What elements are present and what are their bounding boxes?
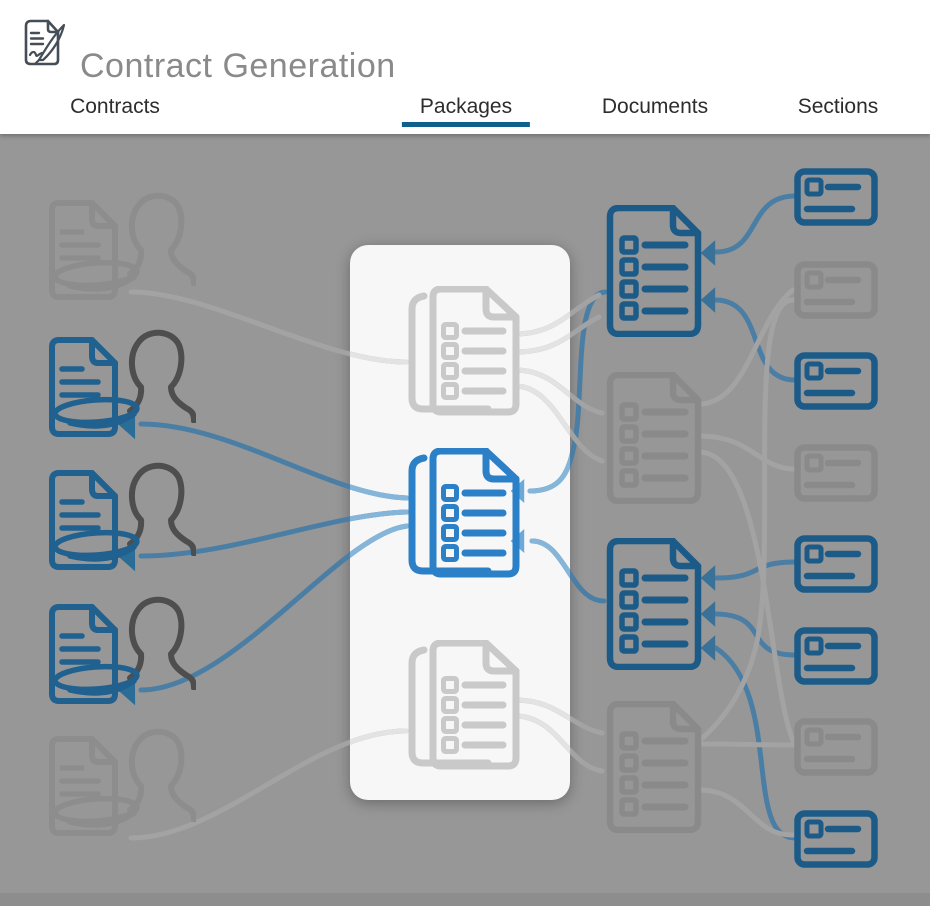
page-title: Contract Generation: [80, 46, 396, 85]
app-logo: [22, 18, 68, 68]
app-header: Contract Generation Contracts Packages D…: [0, 0, 930, 134]
tab-packages[interactable]: Packages: [401, 86, 531, 127]
tab-contracts[interactable]: Contracts: [52, 86, 178, 127]
tab-documents[interactable]: Documents: [584, 86, 726, 127]
packages-spotlight-card: [350, 245, 570, 800]
tab-bar: Contracts Packages Documents Sections: [0, 86, 930, 127]
bottom-bar: [0, 893, 930, 906]
contract-signing-icon: [24, 19, 66, 66]
tab-sections[interactable]: Sections: [780, 86, 897, 127]
